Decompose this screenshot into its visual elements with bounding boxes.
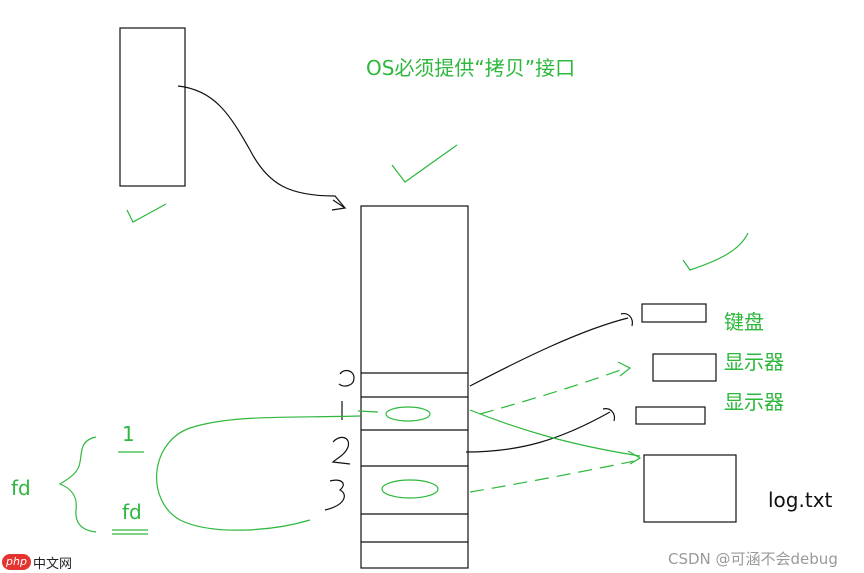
row1-pointer-line (357, 410, 379, 413)
php-site-logo: php 中文网 (2, 553, 72, 572)
index-digit-0 (338, 369, 355, 387)
log-file-box (643, 454, 737, 523)
row1-ellipse (385, 406, 431, 422)
fd-array-table (360, 205, 469, 569)
log-file-label: log.txt (768, 488, 833, 512)
fd-brace (58, 436, 97, 533)
monitor-label-1: 显示器 (724, 350, 784, 374)
row1-to-logfile-arrow (469, 409, 641, 457)
monitor-box-2 (635, 406, 706, 425)
logfile-dashed-arrowhead (627, 450, 642, 465)
index-digit-2 (331, 436, 351, 465)
monitor1-arrowhead (617, 361, 632, 377)
index-digit-3 (324, 479, 345, 511)
keyboard-arrowhead (620, 313, 633, 327)
row0-to-keyboard-arrow (469, 317, 629, 387)
keyboard-box (641, 303, 707, 323)
fd-argument-fd: fd (122, 500, 142, 524)
process-arrowhead (331, 199, 347, 211)
monitor-label-2: 显示器 (724, 390, 784, 414)
row3-to-logfile-dashed-arrow (469, 459, 641, 493)
monitor-box-1 (652, 353, 717, 382)
row3-ellipse (381, 479, 439, 499)
check-mark (126, 203, 167, 223)
monitor2-arrowhead (602, 408, 616, 422)
fd-argument-one: 1 (122, 422, 135, 446)
keyboard-label: 键盘 (724, 310, 764, 334)
process-to-table-arrow (177, 85, 346, 209)
row1-to-monitor1-dashed-arrow (479, 367, 627, 415)
row2-to-monitor2-arrow (465, 411, 611, 453)
argument-loop (156, 415, 361, 531)
check-mark (682, 232, 749, 271)
process-block (119, 27, 186, 187)
php-logo-text: 中文网 (32, 556, 72, 572)
check-mark (391, 144, 458, 183)
diagram-title: OS必须提供“拷贝”接口 (366, 56, 576, 80)
fd-brace-label: fd (11, 476, 31, 500)
csdn-watermark: CSDN @可涵不会debug (668, 550, 838, 568)
php-logo-badge: php (2, 554, 31, 570)
